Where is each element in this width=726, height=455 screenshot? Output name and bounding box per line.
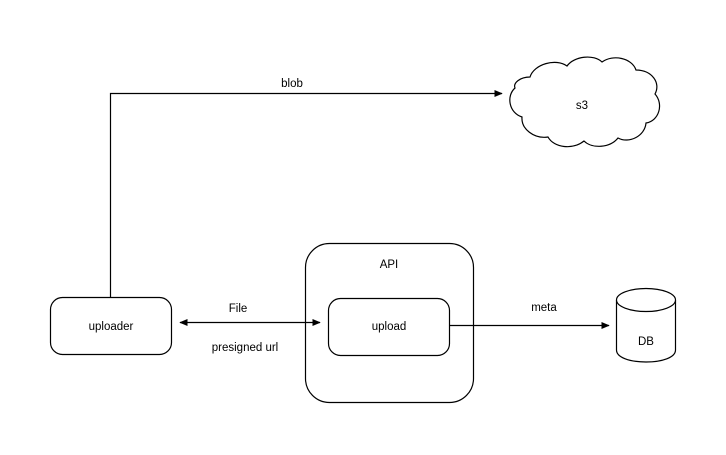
edge-label-file: File	[229, 303, 248, 315]
edge-uploader-to-s3: blob	[109, 78, 503, 297]
edge-label-blob: blob	[281, 78, 303, 90]
db-cylinder-body	[615, 300, 677, 363]
edge-label-presigned-url: presigned url	[212, 342, 278, 354]
uploader-box-shape	[49, 296, 173, 356]
db-cylinder-top	[615, 287, 677, 313]
s3-label: s3	[576, 100, 588, 112]
uploader-label: uploader	[89, 321, 134, 333]
api-label: API	[380, 259, 399, 271]
node-upload[interactable]: upload	[327, 297, 451, 357]
s3-cloud-shape	[509, 56, 661, 148]
node-s3[interactable]: s3	[509, 56, 661, 148]
edge-uploader-upload: File presigned url	[179, 303, 321, 354]
db-label: DB	[638, 336, 654, 348]
edge-uploader-to-s3-line	[109, 89, 503, 297]
node-db[interactable]: DB	[615, 287, 677, 363]
edge-upload-to-db: meta	[450, 302, 610, 330]
upload-label: upload	[372, 321, 407, 333]
upload-box-shape	[327, 297, 451, 357]
node-uploader[interactable]: uploader	[49, 296, 173, 356]
edge-label-meta: meta	[531, 302, 557, 314]
